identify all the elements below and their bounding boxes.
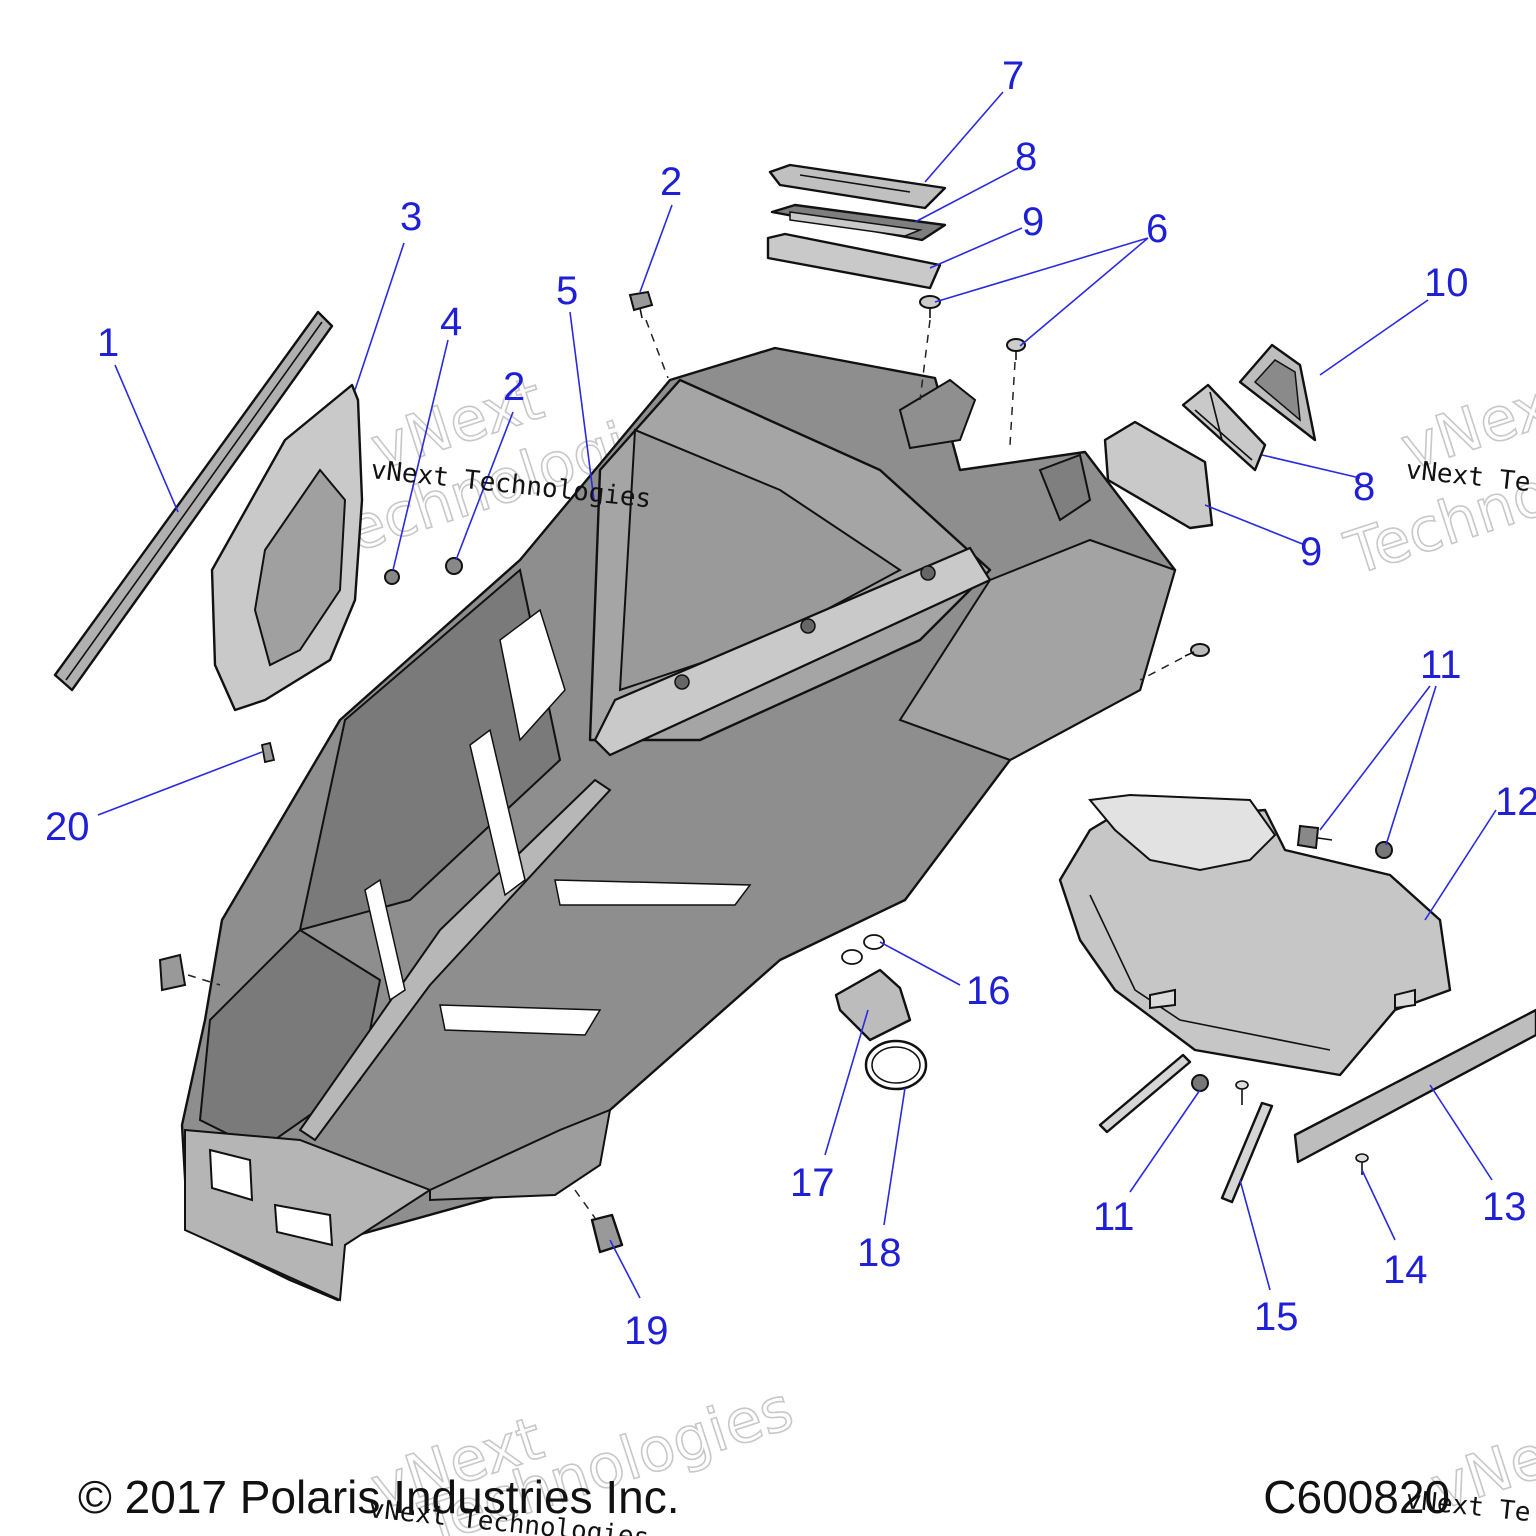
part-19-clip	[590, 1213, 624, 1254]
part-12-storage-tray	[1058, 793, 1452, 1077]
callout-7: 7	[1002, 54, 1024, 98]
copyright-notice: © 2017 Polaris Industries Inc.	[78, 1471, 680, 1523]
part-15-rod-b	[1220, 1101, 1274, 1204]
callout-2-top: 2	[660, 160, 682, 204]
part-6-screw-a	[919, 295, 941, 318]
callout-8-right: 8	[1353, 465, 1375, 509]
callout-18: 18	[857, 1231, 902, 1275]
part-20-clip	[260, 741, 276, 764]
part-8-vent-screen	[770, 203, 947, 242]
callout-10: 10	[1424, 261, 1469, 305]
callout-11-top: 11	[1420, 643, 1462, 687]
callout-6: 6	[1146, 207, 1168, 251]
part-10-vent-cover	[1238, 343, 1317, 442]
callout-9-top: 9	[1022, 200, 1044, 244]
callout-16: 16	[966, 969, 1011, 1013]
part-6-screw-b	[1006, 338, 1026, 360]
part-11-screw-c	[1191, 1074, 1209, 1092]
part-11-screw-a	[1296, 824, 1333, 850]
part-14-pin	[1355, 1153, 1369, 1175]
part-8-vent-screen-right	[1181, 383, 1267, 472]
diagram-code: C600820	[1263, 1471, 1450, 1523]
part-18-gasket	[864, 1039, 928, 1091]
leader-lines	[97, 91, 1497, 1299]
hood-side-screw	[1184, 643, 1210, 657]
part-2-push-rivet	[628, 290, 654, 319]
callout-9-right: 9	[1300, 530, 1322, 574]
callout-2-left: 2	[503, 365, 525, 409]
callout-4: 4	[440, 300, 462, 344]
part-4-fastener	[384, 569, 400, 585]
callout-17: 17	[790, 1161, 835, 1205]
callout-15: 15	[1254, 1295, 1299, 1339]
callout-11-bottom: 11	[1093, 1195, 1135, 1239]
callout-5: 5	[556, 269, 578, 313]
part-17-bracket	[834, 968, 912, 1042]
part-11-screw-b	[1375, 841, 1393, 859]
hood-body	[180, 346, 1177, 1302]
part-13-trim-strip	[1293, 1008, 1536, 1164]
part-3-side-panel	[210, 383, 364, 712]
watermark-mono-2: vNext Te	[1404, 455, 1532, 498]
part-15-rod-a	[1098, 1053, 1192, 1134]
part-16-ring-a	[841, 949, 863, 965]
tray-pin	[1235, 1080, 1249, 1105]
hood-side-clip	[158, 953, 187, 992]
callout-20: 20	[45, 805, 90, 849]
part-9-vent-foam-right	[1103, 420, 1214, 530]
callout-12: 12	[1495, 780, 1536, 824]
part-16-ring-b	[863, 934, 885, 950]
part-2-fastener	[445, 557, 463, 575]
callout-3: 3	[400, 195, 422, 239]
callout-1: 1	[97, 321, 119, 365]
callout-19: 19	[624, 1309, 669, 1353]
part-7-vent-grille	[768, 163, 947, 210]
part-9-vent-foam	[766, 232, 942, 290]
callout-14: 14	[1383, 1248, 1428, 1292]
callout-labels: 1 2 3 4 2 5 6 7 8 9 10 8 9 11 12 20 16 1…	[45, 54, 1536, 1353]
callout-8-top: 8	[1015, 135, 1037, 179]
callout-13: 13	[1482, 1185, 1527, 1229]
